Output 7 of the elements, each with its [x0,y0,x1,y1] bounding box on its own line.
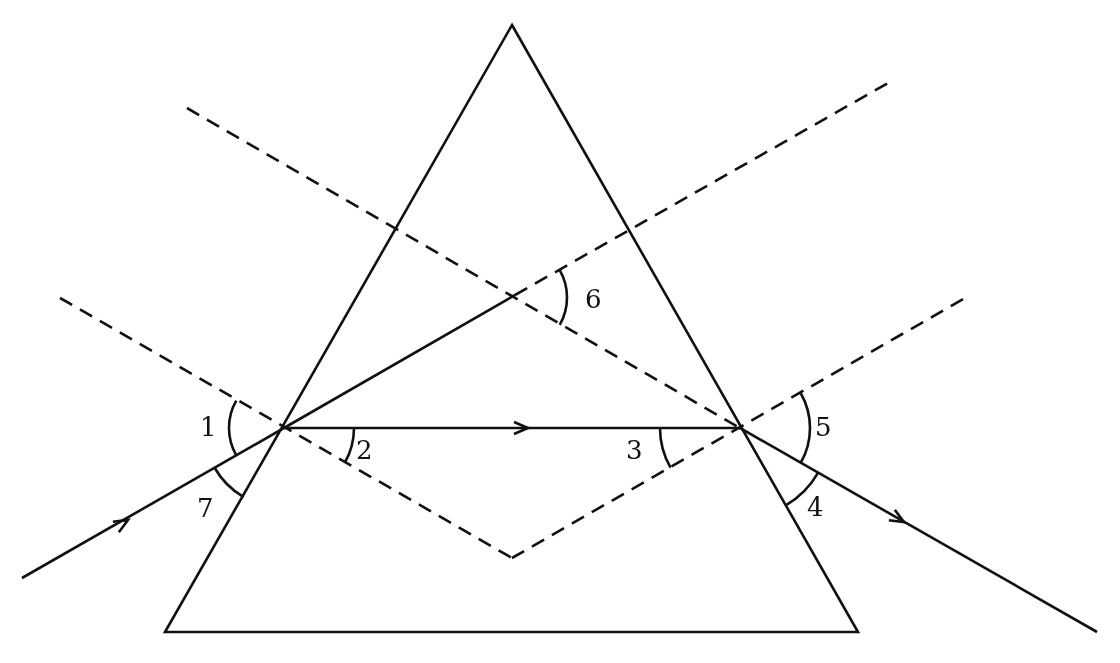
angle-number: 1 [200,414,217,440]
angle-number: 4 [807,494,824,520]
angle-number: 7 [197,495,214,521]
angle-number: 3 [626,437,643,463]
angle-number: 5 [815,414,832,440]
angle-number: 6 [585,286,602,312]
angle-number: 2 [356,437,373,463]
